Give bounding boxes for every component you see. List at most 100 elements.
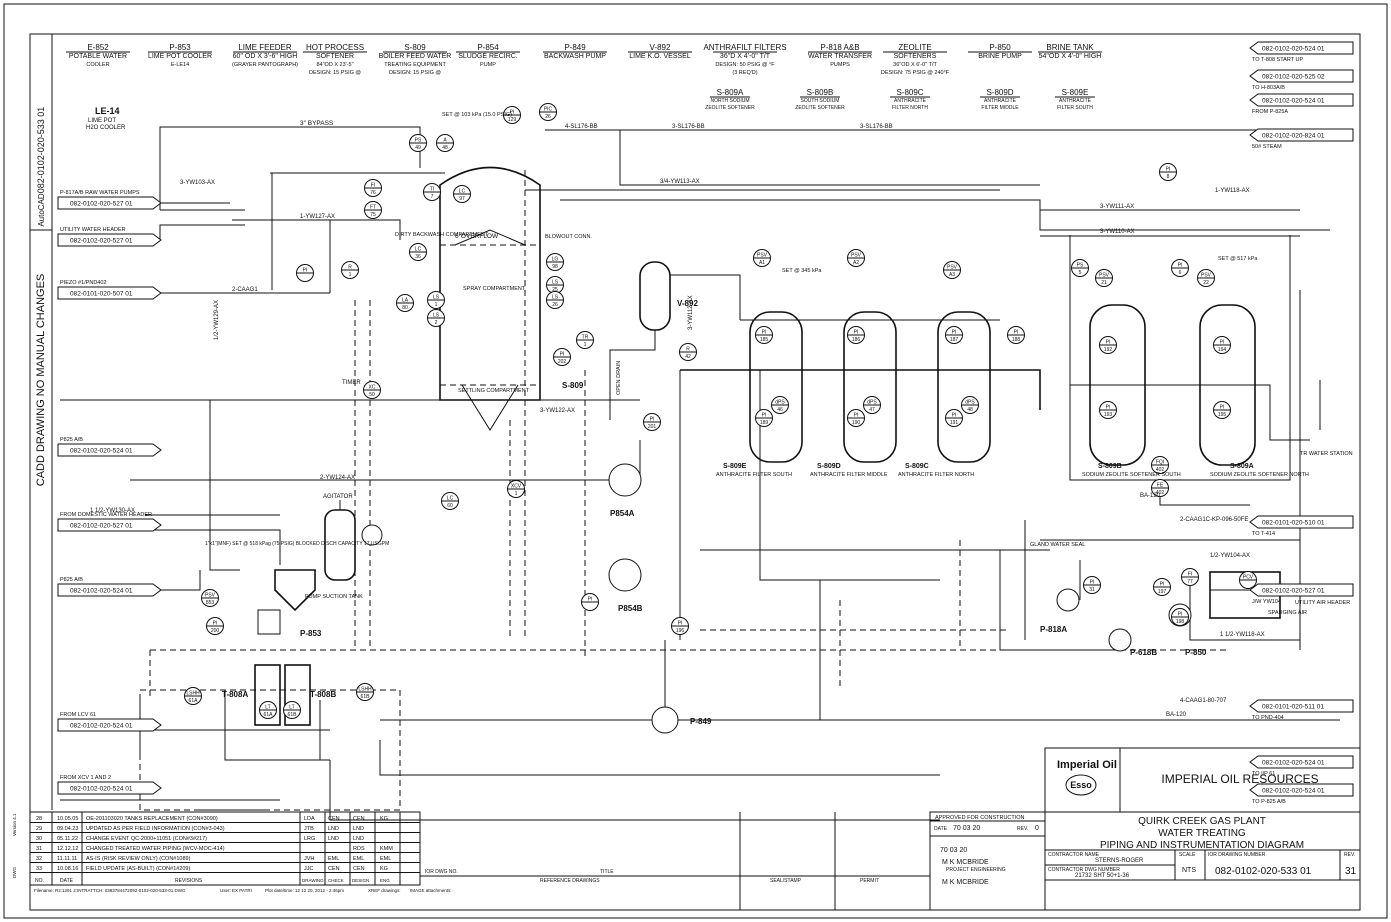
instrument-tag: PI bbox=[1160, 582, 1165, 588]
instrument-pcv[interactable]: PCV bbox=[1239, 571, 1257, 589]
instrument-pi6[interactable]: PI6 bbox=[1171, 259, 1189, 277]
instrument-tag: FI bbox=[1188, 572, 1192, 578]
instrument-tag: LC bbox=[447, 496, 454, 502]
offpage-ref: 082-0102-020-524 01 bbox=[1262, 46, 1325, 53]
instrument-tag: PI bbox=[1178, 612, 1183, 618]
svg-text:IMAGE attachments:: IMAGE attachments: bbox=[410, 888, 452, 893]
pump-p853 bbox=[257, 609, 281, 635]
equip-header-l2: PUMP bbox=[480, 62, 496, 68]
instrument-ls2[interactable]: LS2 bbox=[427, 309, 445, 327]
offpage-connector[interactable]: 082-0102-020-527 01J/W YW104 bbox=[1249, 583, 1354, 605]
instrument-a48[interactable]: A48 bbox=[436, 134, 454, 152]
instrument-pi[interactable]: PI bbox=[581, 593, 599, 611]
instrument-tag: PI bbox=[1220, 340, 1225, 346]
instrument-pi8[interactable]: PI8 bbox=[1159, 163, 1177, 181]
equip-header-l2: 84"OD X 23'-5" bbox=[316, 62, 353, 68]
equip-header-tag: P-853 bbox=[169, 43, 191, 52]
instrument-tr1[interactable]: TR1 bbox=[576, 331, 594, 349]
equip-sub-tag: S-809E bbox=[1062, 88, 1089, 97]
svg-text:NTS: NTS bbox=[1182, 867, 1196, 874]
instrument-r42[interactable]: R42 bbox=[679, 343, 697, 361]
instrument-tag: PS bbox=[1077, 263, 1084, 269]
instrument-ps5[interactable]: PS5 bbox=[1071, 259, 1089, 277]
revision-d2: CEN bbox=[328, 866, 340, 872]
filter-s809c-vessel bbox=[937, 311, 991, 463]
instrument-r1[interactable]: R1 bbox=[341, 261, 359, 279]
revision-date: 10.08.16 bbox=[57, 866, 78, 872]
instrument-ls1[interactable]: LS1 bbox=[427, 291, 445, 309]
offpage-connector[interactable]: 082-0102-020-527 01P-817A/B RAW WATER PU… bbox=[57, 190, 162, 210]
instrument-tag: PSV bbox=[851, 253, 862, 259]
svg-text:P-818A: P-818A bbox=[1040, 625, 1067, 634]
instrument-pi1[interactable]: PI bbox=[296, 264, 314, 282]
svg-text:DRAWING: DRAWING bbox=[302, 878, 324, 883]
revision-d3: LND bbox=[353, 836, 364, 842]
instrument-ti7[interactable]: TI7 bbox=[423, 183, 441, 201]
